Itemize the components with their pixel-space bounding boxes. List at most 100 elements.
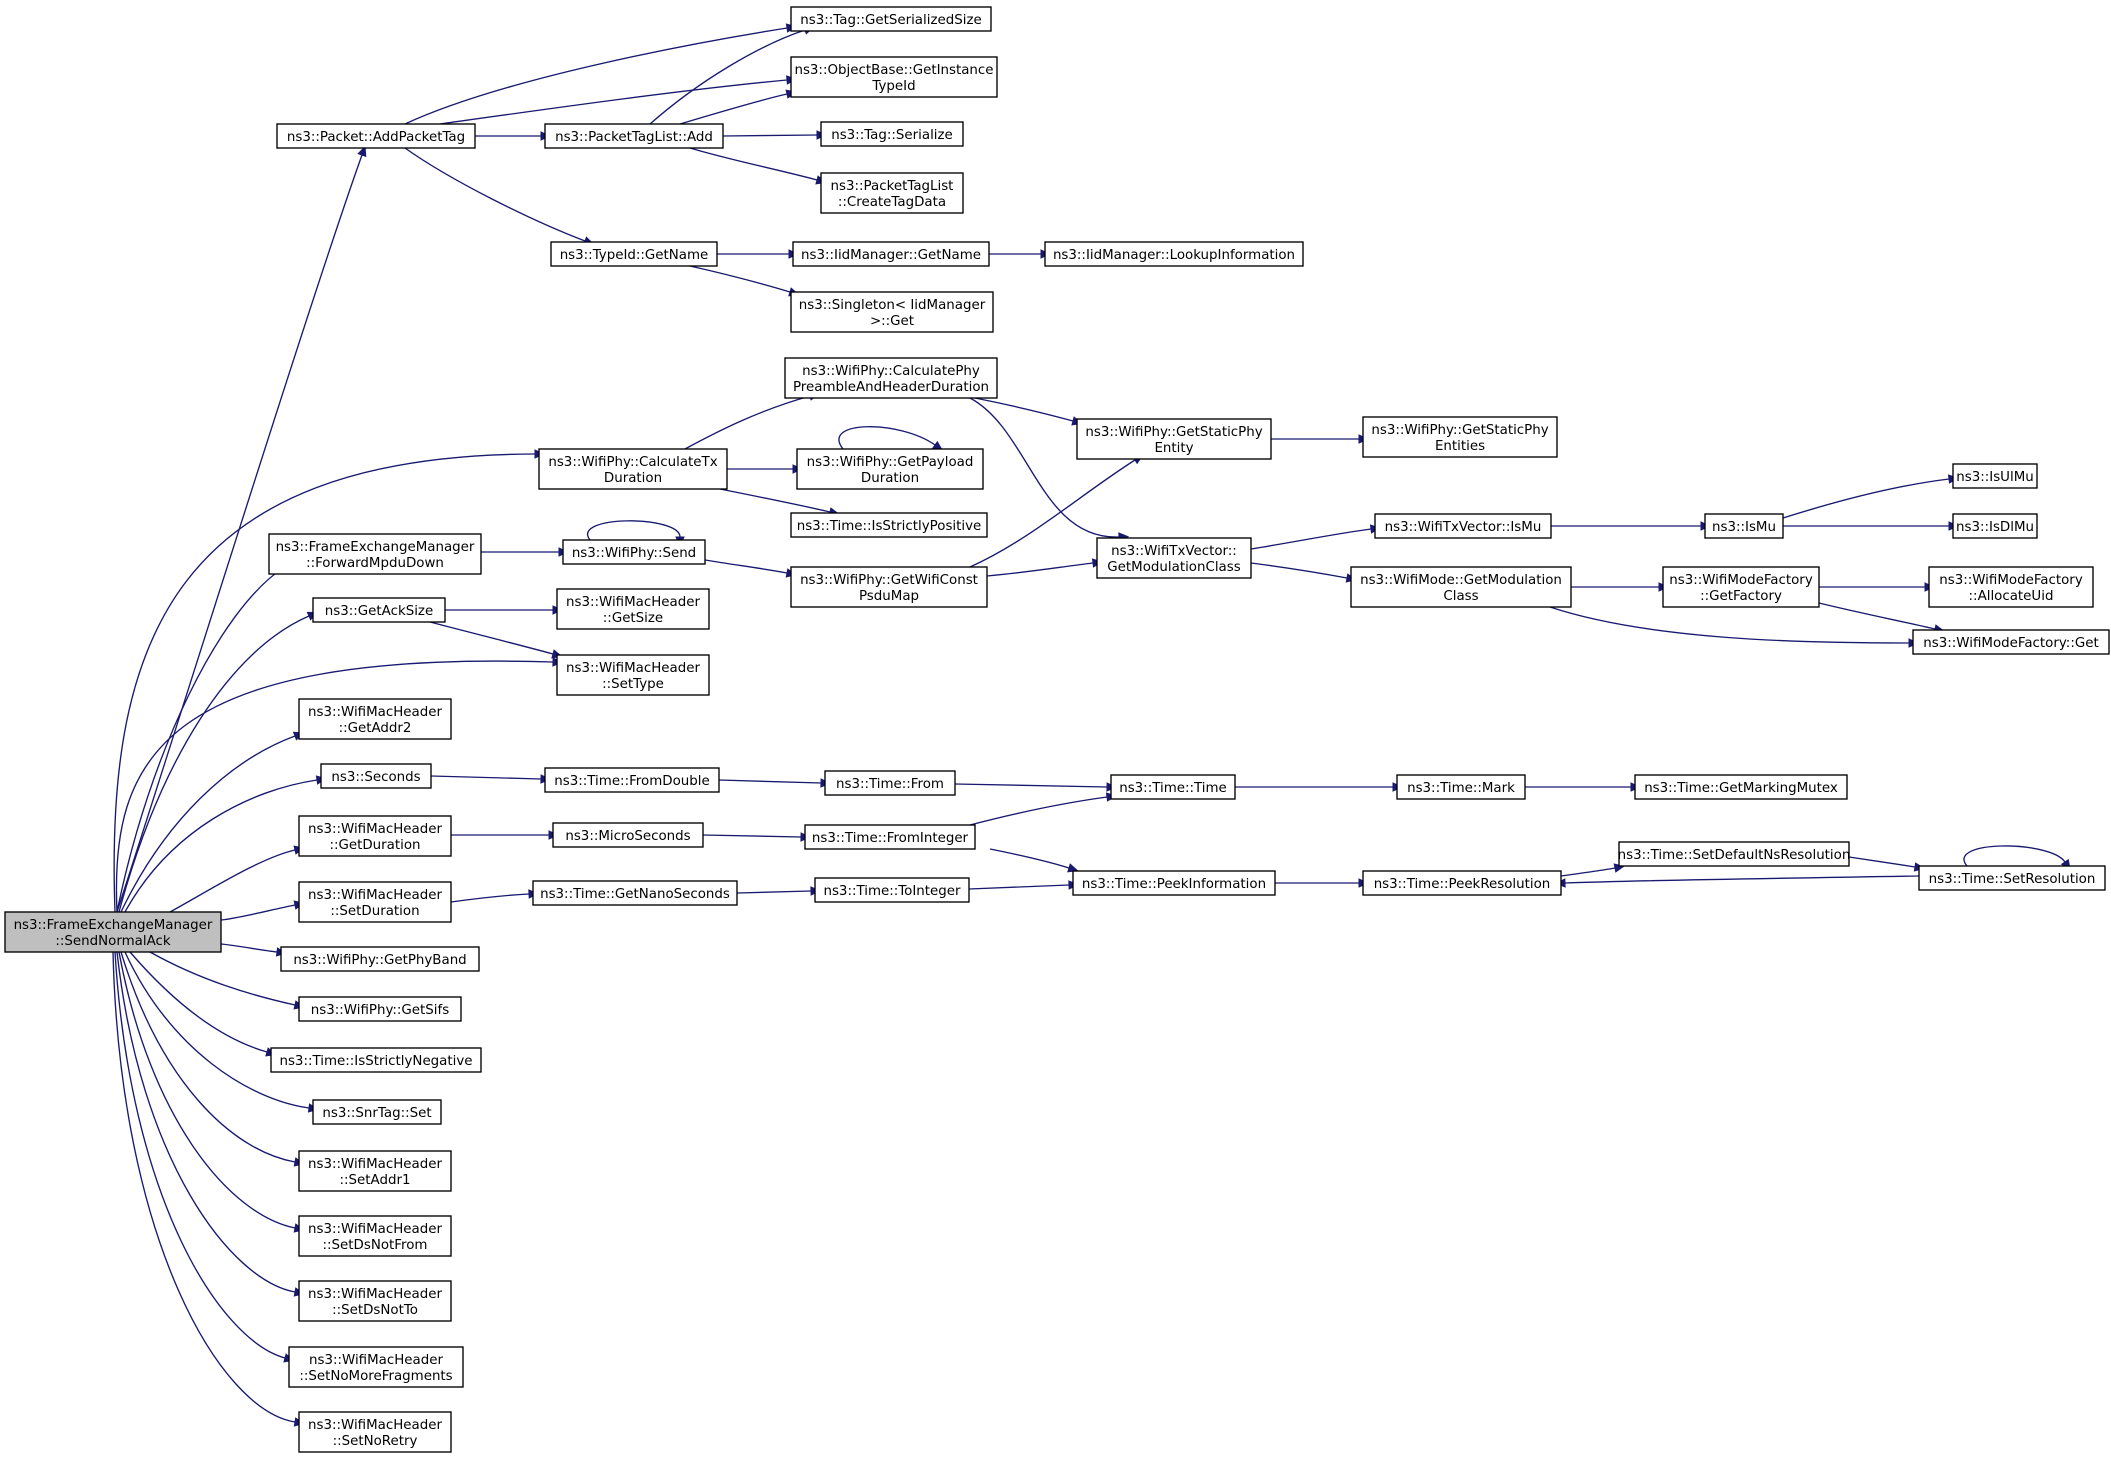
- function-node-set-res[interactable]: ns3::Time::SetResolution: [1918, 865, 2106, 891]
- function-node-iid-lookup[interactable]: ns3::IidManager::LookupInformation: [1044, 241, 1304, 267]
- function-node-hdr-set-addr1[interactable]: ns3::WifiMacHeader::SetAddr1: [298, 1150, 452, 1192]
- node-label: ns3::WifiMacHeader: [308, 822, 442, 837]
- function-node-peek-res[interactable]: ns3::Time::PeekResolution: [1362, 870, 1562, 896]
- node-box: [298, 815, 452, 857]
- call-edge: [968, 880, 1080, 890]
- node-box: [796, 448, 984, 490]
- edge-line: [429, 621, 554, 655]
- function-node-iid-get-name[interactable]: ns3::IidManager::GetName: [792, 241, 990, 267]
- function-node-hdr-set-ds-not-from[interactable]: ns3::WifiMacHeader::SetDsNotFrom: [298, 1215, 452, 1257]
- node-label: ns3::WifiMacHeader: [308, 1157, 442, 1172]
- function-node-snr-set[interactable]: ns3::SnrTag::Set: [312, 1099, 442, 1125]
- function-node-calc-phy-pre[interactable]: ns3::WifiPhy::CalculatePhyPreambleAndHea…: [784, 357, 998, 399]
- call-edge: [689, 147, 827, 185]
- function-node-singleton-get[interactable]: ns3::Singleton< IidManager>::Get: [790, 291, 994, 333]
- function-node-from-integer[interactable]: ns3::Time::FromInteger: [804, 824, 976, 850]
- function-node-to-integer[interactable]: ns3::Time::ToInteger: [814, 877, 970, 903]
- node-label: ns3::WifiPhy::GetSifs: [311, 1003, 449, 1018]
- node-box: [1362, 870, 1562, 896]
- function-node-tx-is-mu[interactable]: ns3::WifiTxVector::IsMu: [1374, 513, 1552, 539]
- edge-line: [1549, 606, 1910, 644]
- call-nodes: ns3::FrameExchangeManager::SendNormalAck…: [4, 6, 2110, 1453]
- function-node-hdr-set-no-retry[interactable]: ns3::WifiMacHeader::SetNoRetry: [298, 1411, 452, 1453]
- node-box: [1350, 566, 1572, 608]
- function-node-is-strict-pos[interactable]: ns3::Time::IsStrictlyPositive: [790, 512, 988, 538]
- function-node-fwd-mpdu[interactable]: ns3::FrameExchangeManager::ForwardMpduDo…: [268, 533, 482, 575]
- node-label: Class: [1443, 589, 1478, 604]
- function-node-get-mark-mutex[interactable]: ns3::Time::GetMarkingMutex: [1634, 774, 1848, 800]
- function-node-is-mu[interactable]: ns3::IsMu: [1704, 513, 1784, 539]
- function-node-root[interactable]: ns3::FrameExchangeManager::SendNormalAck: [4, 911, 222, 953]
- function-node-ptl-add[interactable]: ns3::PacketTagList::Add: [544, 123, 724, 149]
- node-box: [1618, 841, 1850, 867]
- function-node-get-sifs[interactable]: ns3::WifiPhy::GetSifs: [298, 996, 462, 1022]
- function-node-hdr-set-ds-not-to[interactable]: ns3::WifiMacHeader::SetDsNotTo: [298, 1280, 452, 1322]
- node-label: ::SetDsNotTo: [332, 1303, 418, 1318]
- node-label: ns3::Time::PeekInformation: [1082, 877, 1266, 892]
- call-edge: [684, 391, 820, 450]
- call-edge: [116, 145, 367, 913]
- function-node-is-ul-mu[interactable]: ns3::IsUlMu: [1952, 463, 2038, 489]
- node-label: ns3::WifiPhy::CalculatePhy: [802, 364, 980, 379]
- call-edge: [129, 951, 277, 1057]
- node-box: [320, 763, 432, 789]
- node-label: Entity: [1154, 441, 1193, 456]
- function-node-seconds[interactable]: ns3::Seconds: [320, 763, 432, 789]
- edge-line: [1564, 875, 1920, 884]
- edge-line: [404, 27, 788, 125]
- edge-line: [969, 397, 1120, 538]
- node-box: [298, 1411, 452, 1453]
- node-label: ns3::Time::FromDouble: [554, 774, 709, 789]
- edge-line: [689, 147, 818, 181]
- function-node-hdr-set-type[interactable]: ns3::WifiMacHeader::SetType: [556, 654, 710, 696]
- function-node-get-phy-band[interactable]: ns3::WifiPhy::GetPhyBand: [280, 946, 480, 972]
- function-node-tag-serialize[interactable]: ns3::Tag::Serialize: [820, 121, 964, 147]
- function-node-peek-info[interactable]: ns3::Time::PeekInformation: [1072, 870, 1276, 896]
- function-node-get-mod-class-tx[interactable]: ns3::WifiTxVector::GetModulationClass: [1096, 537, 1252, 579]
- function-node-get-ack-size[interactable]: ns3::GetAckSize: [312, 597, 446, 623]
- function-node-phy-send[interactable]: ns3::WifiPhy::Send: [562, 539, 706, 565]
- function-node-hdr-get-duration[interactable]: ns3::WifiMacHeader::GetDuration: [298, 815, 452, 857]
- function-node-time-mark[interactable]: ns3::Time::Mark: [1396, 774, 1526, 800]
- node-label: ns3::IsMu: [1712, 520, 1776, 535]
- node-box: [790, 512, 988, 538]
- function-node-time-time[interactable]: ns3::Time::Time: [1110, 774, 1236, 800]
- node-box: [1096, 537, 1252, 579]
- function-node-ptl-create[interactable]: ns3::PacketTagList::CreateTagData: [820, 172, 964, 214]
- function-node-tag-get-ser-size[interactable]: ns3::Tag::GetSerializedSize: [790, 6, 992, 32]
- edge-line: [120, 735, 296, 913]
- function-node-hdr-get-size[interactable]: ns3::WifiMacHeader::GetSize: [556, 588, 710, 630]
- call-edge: [986, 558, 1104, 577]
- function-node-fact-alloc[interactable]: ns3::WifiModeFactory::AllocateUid: [1928, 566, 2094, 608]
- function-node-from-double[interactable]: ns3::Time::FromDouble: [544, 767, 720, 793]
- node-box: [276, 123, 476, 149]
- function-node-set-def-ns-res[interactable]: ns3::Time::SetDefaultNsResolution: [1618, 841, 1851, 867]
- function-node-hdr-set-duration[interactable]: ns3::WifiMacHeader::SetDuration: [298, 881, 452, 923]
- function-node-time-from[interactable]: ns3::Time::From: [824, 770, 956, 796]
- function-node-hdr-get-addr2[interactable]: ns3::WifiMacHeader::GetAddr2: [298, 698, 452, 740]
- node-box: [792, 241, 990, 267]
- function-node-is-dl-mu[interactable]: ns3::IsDlMu: [1952, 513, 2038, 539]
- function-node-fact-get-factory[interactable]: ns3::WifiModeFactory::GetFactory: [1662, 566, 1820, 608]
- edge-line: [169, 849, 296, 913]
- function-node-fact-get[interactable]: ns3::WifiModeFactory::Get: [1912, 629, 2110, 655]
- node-label: ns3::TypeId::GetName: [560, 248, 709, 263]
- node-box: [4, 911, 222, 953]
- edge-line: [969, 796, 1108, 826]
- function-node-is-strict-neg[interactable]: ns3::Time::IsStrictlyNegative: [270, 1047, 482, 1073]
- edge-line: [124, 951, 310, 1109]
- function-node-get-nano[interactable]: ns3::Time::GetNanoSeconds: [532, 880, 738, 906]
- function-node-type-id-get-name[interactable]: ns3::TypeId::GetName: [550, 241, 718, 267]
- function-node-mode-get-mod[interactable]: ns3::WifiMode::GetModulationClass: [1350, 566, 1572, 608]
- function-node-micro-seconds[interactable]: ns3::MicroSeconds: [552, 822, 704, 848]
- node-box: [270, 1047, 482, 1073]
- function-node-add-packet-tag[interactable]: ns3::Packet::AddPacketTag: [276, 123, 476, 149]
- function-node-hdr-set-no-more[interactable]: ns3::WifiMacHeader::SetNoMoreFragments: [288, 1346, 464, 1388]
